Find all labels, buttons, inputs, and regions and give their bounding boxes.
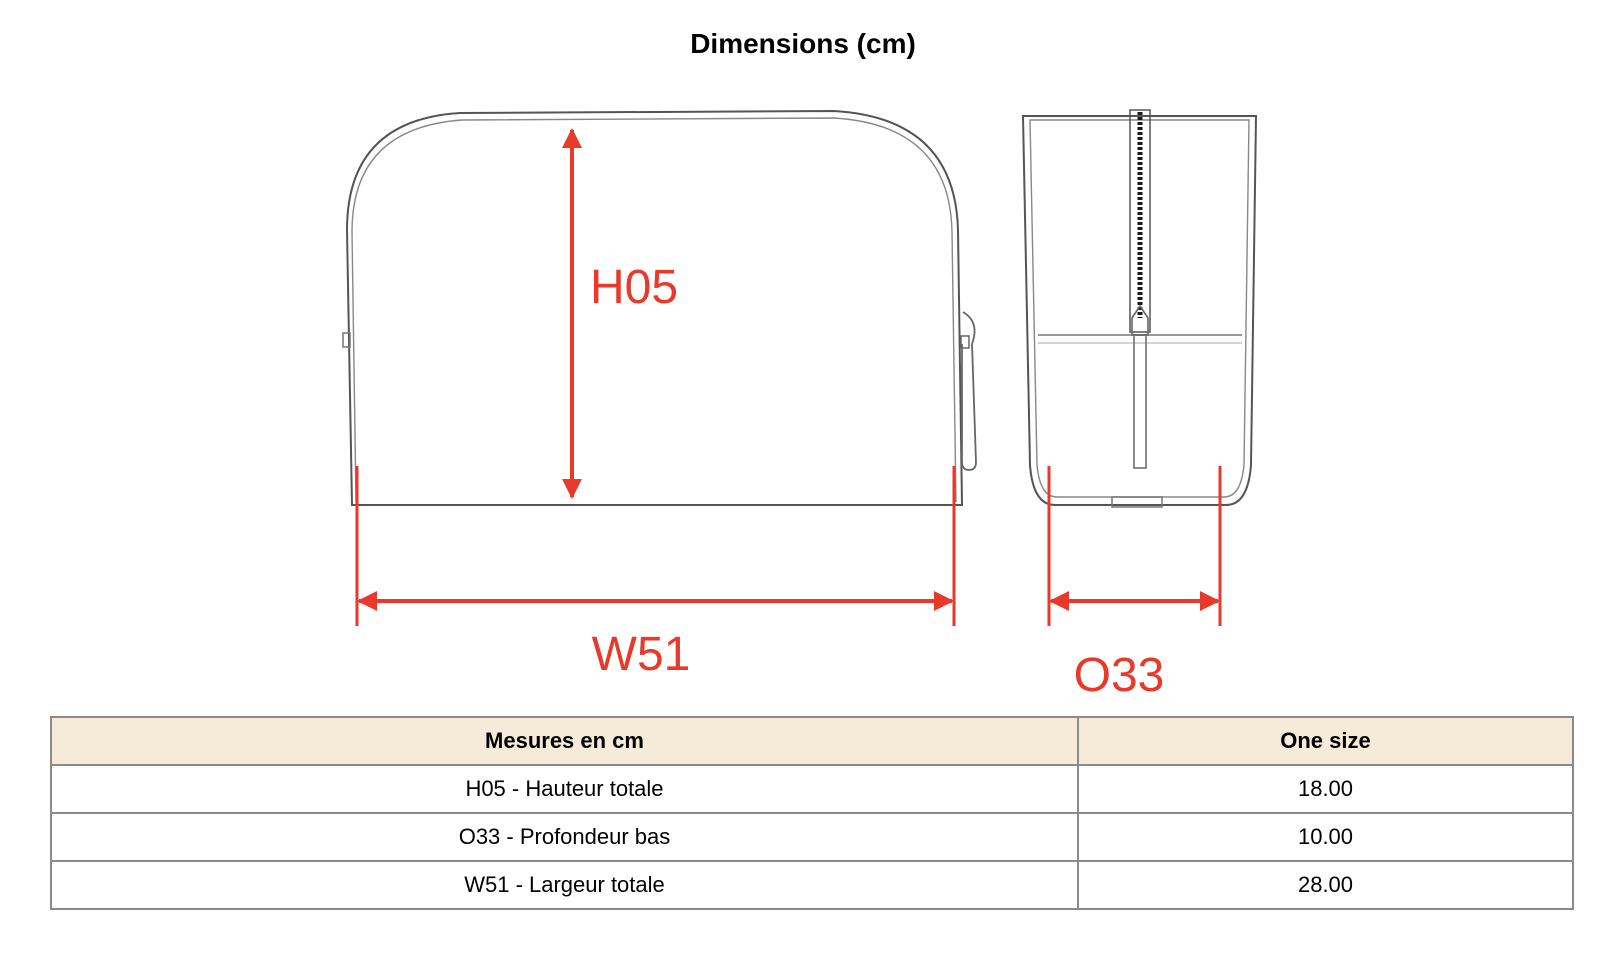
table-row: W51 - Largeur totale 28.00 (50, 860, 1574, 910)
pouch-side-inner-seam (1029, 119, 1250, 498)
side-bottom-tab (1111, 496, 1163, 508)
side-tab (342, 332, 351, 348)
measure-cell: O33 - Profondeur bas (50, 812, 1079, 862)
value-cell: 10.00 (1077, 812, 1574, 862)
height-dimension-label: H05 (590, 261, 678, 314)
table-row: O33 - Profondeur bas 10.00 (50, 812, 1574, 862)
measure-cell: H05 - Hauteur totale (50, 764, 1079, 814)
zipper-track (1129, 109, 1151, 333)
height-dimension: H05 (562, 128, 678, 499)
width-dimension-label: W51 (592, 628, 691, 681)
side-zipper-slider (1131, 304, 1149, 336)
column-header-size: One size (1077, 716, 1574, 766)
table-row: H05 - Hauteur totale 18.00 (50, 764, 1574, 814)
pouch-side-view (1021, 109, 1258, 508)
pouch-front-view (342, 109, 977, 506)
side-zipper-pull (1133, 334, 1147, 469)
depth-dimension: O33 (1047, 466, 1222, 702)
measurements-table: Mesures en cm One size H05 - Hauteur tot… (50, 716, 1574, 910)
pouch-front-outline (345, 109, 964, 506)
value-cell: 18.00 (1077, 764, 1574, 814)
table-header-row: Mesures en cm One size (50, 716, 1574, 766)
pouch-front-inner-seam (351, 117, 957, 503)
width-dimension: W51 (355, 466, 956, 681)
product-dimension-diagram: H05 W51 O33 (342, 109, 1258, 702)
column-header-measure: Mesures en cm (50, 716, 1079, 766)
pouch-side-outline (1021, 115, 1258, 506)
zipper-slider (960, 335, 970, 349)
measure-cell: W51 - Largeur totale (50, 860, 1079, 910)
depth-dimension-label: O33 (1074, 649, 1165, 702)
zipper-pull (961, 311, 977, 471)
page-title: Dimensions (cm) (690, 28, 916, 59)
value-cell: 28.00 (1077, 860, 1574, 910)
